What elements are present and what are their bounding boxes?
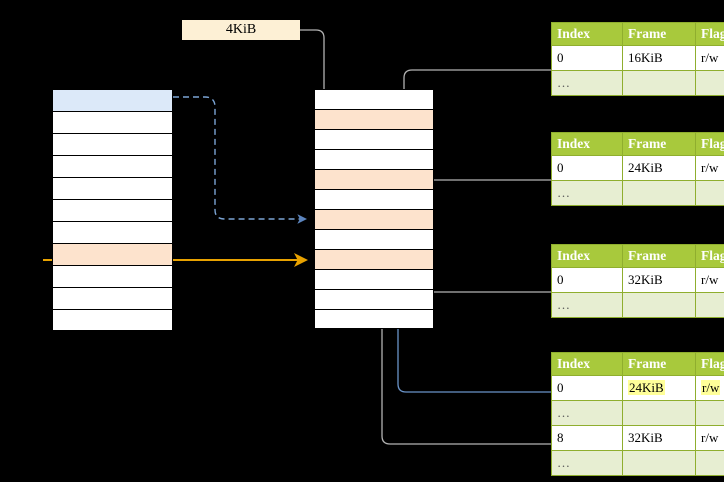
table-row: … (551, 70, 724, 96)
table-header-row: IndexFrameFlags (551, 132, 724, 156)
virtual-address-space-column (52, 89, 173, 331)
cell-frame: 32KiB (622, 425, 696, 451)
virtual-page-row-7 (52, 221, 173, 243)
wire-left-blue-dashed (173, 96, 308, 224)
virtual-page-row-8 (52, 243, 173, 265)
virtual-page-row-10 (52, 287, 173, 309)
column-header-index: Index (551, 352, 623, 376)
physical-frame-row-5 (314, 169, 434, 189)
column-header-flags: Flags (695, 352, 724, 376)
highlighted-value: 24KiB (628, 380, 665, 395)
cell-index: 0 (551, 375, 623, 401)
column-header-index: Index (551, 22, 623, 46)
physical-frame-row-7 (314, 209, 434, 229)
column-header-flags: Flags (695, 244, 724, 268)
cell-flags (695, 400, 724, 426)
cell-frame: 24KiB (622, 155, 696, 181)
table-row: … (551, 450, 724, 476)
cell-flags (695, 450, 724, 476)
physical-frame-row-10 (314, 269, 434, 289)
table-header-row: IndexFrameFlags (551, 22, 724, 46)
column-header-frame: Frame (622, 132, 696, 156)
cell-flags (695, 292, 724, 318)
physical-frame-row-12 (314, 309, 434, 329)
cell-flags: r/w (695, 425, 724, 451)
table-row: … (551, 292, 724, 318)
cell-index: 0 (551, 45, 623, 71)
virtual-page-row-4 (52, 155, 173, 177)
cell-index: … (551, 292, 623, 318)
cell-frame: 32KiB (622, 267, 696, 293)
cell-frame (622, 180, 696, 206)
column-header-frame: Frame (622, 22, 696, 46)
cell-frame (622, 400, 696, 426)
column-header-flags: Flags (695, 22, 724, 46)
page-table-1: IndexFrameFlags016KiBr/w… (551, 22, 724, 96)
physical-frame-row-11 (314, 289, 434, 309)
cell-frame (622, 292, 696, 318)
column-header-index: Index (551, 244, 623, 268)
cell-frame (622, 70, 696, 96)
virtual-page-row-2 (52, 111, 173, 133)
virtual-page-row-1 (52, 89, 173, 111)
cell-flags (695, 70, 724, 96)
physical-frame-row-9 (314, 249, 434, 269)
column-header-frame: Frame (622, 352, 696, 376)
wire-pt2-to-middle (417, 179, 551, 218)
physical-memory-column (314, 89, 434, 329)
physical-frame-row-8 (314, 229, 434, 249)
cell-frame: 24KiB (622, 375, 696, 401)
column-header-flags: Flags (695, 132, 724, 156)
table-header-row: IndexFrameFlags (551, 244, 724, 268)
physical-frame-row-2 (314, 109, 434, 129)
cell-flags: r/w (695, 375, 724, 401)
page-table-3: IndexFrameFlags032KiBr/w… (551, 244, 724, 318)
virtual-page-row-6 (52, 199, 173, 221)
cell-index: … (551, 450, 623, 476)
virtual-page-row-11 (52, 309, 173, 331)
virtual-page-row-9 (52, 265, 173, 287)
table-row: … (551, 180, 724, 206)
column-header-index: Index (551, 132, 623, 156)
cell-flags: r/w (695, 45, 724, 71)
cell-index: … (551, 400, 623, 426)
cell-index: 0 (551, 267, 623, 293)
size-label-4kib: 4KiB (182, 20, 300, 40)
highlighted-value: r/w (701, 380, 721, 395)
physical-frame-row-6 (314, 189, 434, 209)
physical-frame-row-4 (314, 149, 434, 169)
physical-frame-row-1 (314, 89, 434, 109)
page-table-2: IndexFrameFlags024KiBr/w… (551, 132, 724, 206)
cell-index: … (551, 70, 623, 96)
cell-flags (695, 180, 724, 206)
cell-index: 8 (551, 425, 623, 451)
cell-flags: r/w (695, 267, 724, 293)
wire-pt3-to-middle (411, 260, 551, 293)
physical-frame-row-3 (314, 129, 434, 149)
cell-flags: r/w (695, 155, 724, 181)
table-row: 0 24KiB r/w (551, 375, 724, 401)
table-row: … (551, 400, 724, 426)
table-header-row: IndexFrameFlags (551, 352, 724, 376)
cell-index: 0 (551, 155, 623, 181)
page-table-4: IndexFrameFlags024KiBr/w…832KiBr/w… (551, 352, 724, 476)
virtual-page-row-5 (52, 177, 173, 199)
cell-frame: 16KiB (622, 45, 696, 71)
cell-index: … (551, 180, 623, 206)
cell-frame (622, 450, 696, 476)
column-header-frame: Frame (622, 244, 696, 268)
virtual-page-row-3 (52, 133, 173, 155)
